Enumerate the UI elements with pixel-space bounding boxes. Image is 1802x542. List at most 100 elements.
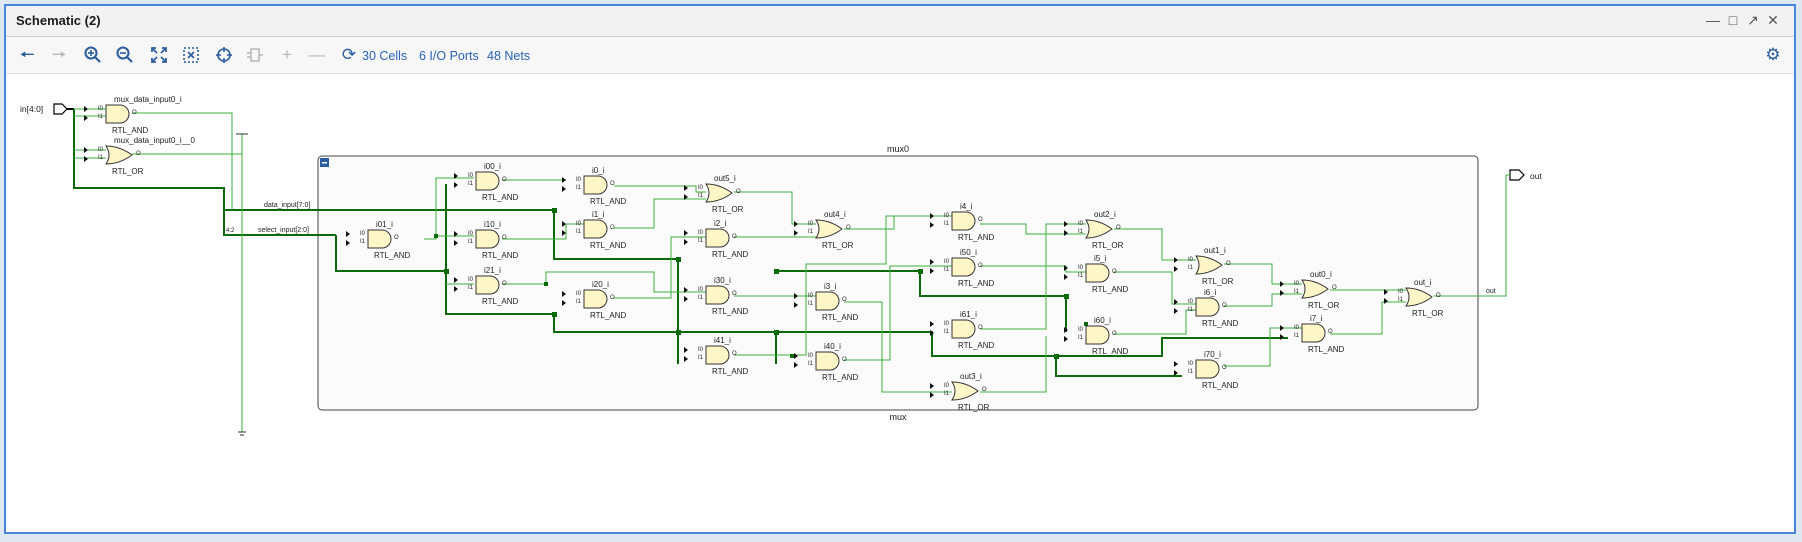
pin-label: O [1436, 293, 1441, 299]
pin-arrow [346, 240, 350, 246]
pin-arrow [1064, 274, 1068, 280]
schematic-canvas[interactable]: mux0 mux in[4:0] out out [6, 74, 1794, 532]
pin-arrow [562, 300, 566, 306]
pin-arrow [84, 115, 88, 121]
pin-label: O [1112, 269, 1117, 275]
zoom-in-icon[interactable] [80, 43, 106, 67]
fit-view-icon[interactable] [146, 43, 172, 67]
gate-name: i3_i [824, 282, 837, 291]
back-arrow-icon[interactable]: 🠔 [19, 45, 35, 64]
pin-label: I0 [1294, 325, 1300, 331]
pin-label: O [502, 281, 507, 287]
pin-arrow [930, 259, 934, 265]
pin-label: I0 [360, 231, 366, 237]
pin-label: O [394, 235, 399, 241]
zoom-out-icon[interactable] [112, 43, 138, 67]
gate-type: RTL_AND [482, 251, 519, 260]
pin-arrow [1280, 334, 1284, 340]
gate-type: RTL_AND [590, 197, 627, 206]
input-port-icon[interactable] [53, 103, 68, 115]
nets-count-link[interactable]: 48 Nets [487, 49, 531, 63]
pin-label: I1 [1398, 297, 1404, 303]
pin-arrow [1174, 370, 1178, 376]
output-port-icon[interactable] [1509, 169, 1525, 181]
collapse-minus-icon[interactable]: — [308, 45, 326, 64]
pin-label: I0 [1078, 221, 1084, 227]
pin-label: O [132, 110, 137, 116]
refresh-icon[interactable]: ⟳ [341, 45, 357, 64]
crosshair-icon[interactable] [211, 43, 237, 67]
forward-arrow-icon[interactable]: 🠖 [51, 45, 67, 64]
fit-selection-icon[interactable] [178, 43, 204, 67]
gate-symbol [475, 229, 500, 249]
gate-name: i70_i [1204, 350, 1221, 359]
pin-arrow [930, 222, 934, 228]
data-bus-label: data_input[7:0] [264, 202, 310, 209]
gate-symbol [705, 345, 730, 365]
pin-label: O [1226, 261, 1231, 267]
gate-symbol [705, 285, 730, 305]
gate-name: i41_i [714, 336, 731, 345]
io-ports-count-link[interactable]: 6 I/O Ports [419, 49, 479, 63]
cells-count-link[interactable]: 30 Cells [362, 49, 408, 63]
gate-type: RTL_OR [712, 205, 744, 214]
minimize-icon[interactable]: — [1706, 12, 1720, 28]
gate-type: RTL_AND [712, 307, 749, 316]
pin-label: O [978, 217, 983, 223]
cell-icon[interactable] [242, 43, 268, 67]
gate-name: i50_i [960, 248, 977, 257]
input-port-label: in[4:0] [20, 104, 43, 114]
pin-label: I0 [698, 230, 704, 236]
expand-plus-icon[interactable]: + [282, 45, 292, 64]
pin-label: O [610, 225, 615, 231]
gate-type: RTL_AND [590, 241, 627, 250]
maximize-icon[interactable]: □ [1728, 12, 1738, 28]
close-icon[interactable]: ✕ [1767, 12, 1779, 28]
pin-arrow [684, 287, 688, 293]
mux0-module-box[interactable] [317, 155, 1479, 411]
gate-type: RTL_AND [482, 193, 519, 202]
settings-gear-icon[interactable]: ⚙ [1765, 45, 1781, 64]
pin-label: O [502, 235, 507, 241]
pin-arrow [454, 277, 458, 283]
gate-type: RTL_OR [1308, 301, 1340, 310]
gate-type: RTL_AND [1308, 345, 1345, 354]
gate-type: RTL_AND [482, 297, 519, 306]
pin-arrow [794, 230, 798, 236]
pin-label: O [842, 297, 847, 303]
output-port-label: out [1530, 171, 1542, 181]
restore-icon[interactable]: ↗ [1747, 12, 1759, 28]
gate-name: out3_i [960, 372, 982, 381]
pin-label: I1 [944, 221, 950, 227]
pin-label: I1 [576, 185, 582, 191]
